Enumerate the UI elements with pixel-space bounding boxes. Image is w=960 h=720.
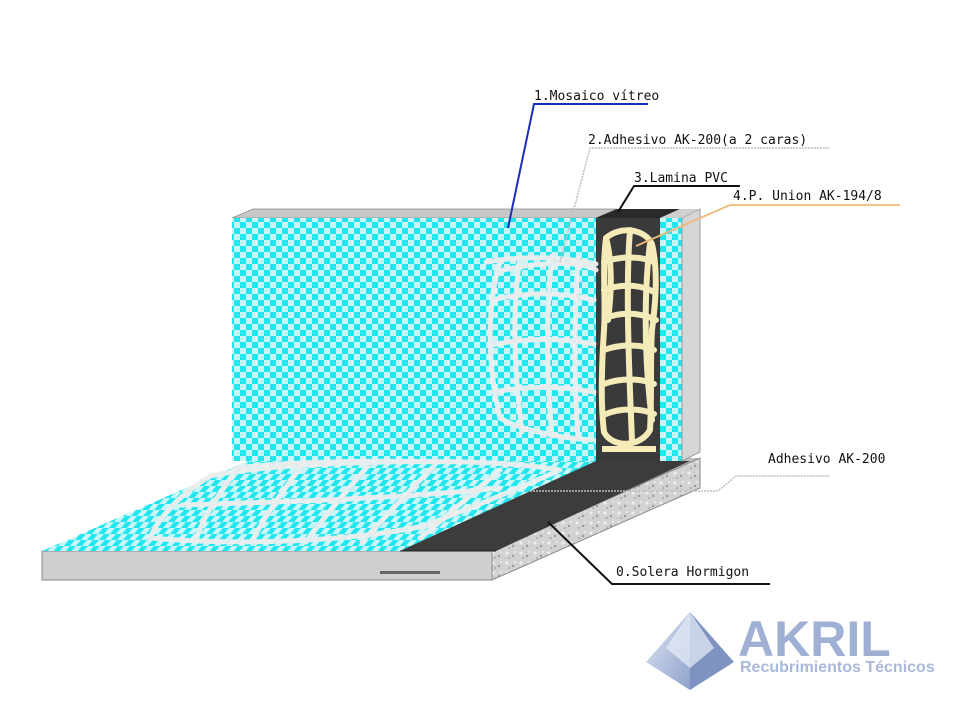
leader-lines	[507, 103, 900, 585]
adhesive-pattern-floor	[147, 458, 563, 545]
label-lamina: 3.Lamina PVC	[634, 171, 728, 186]
label-adhesivo-2caras: 2.Adhesivo AK-200(a 2 caras)	[588, 133, 807, 148]
label-mosaico: 1.Mosaico vítreo	[534, 89, 659, 104]
leader-lamina	[617, 185, 740, 213]
akril-logo: AKRIL Recubrimientos Técnicos	[646, 611, 935, 690]
wall-block	[231, 208, 701, 462]
leader-mosaico	[507, 103, 648, 229]
leader-solera	[547, 521, 770, 585]
adhesive-pattern-wall	[483, 253, 599, 443]
leader-adhesivo	[530, 475, 830, 492]
floor-mosaic	[42, 461, 596, 551]
union-band	[598, 227, 659, 447]
brand-subtitle: Recubrimientos Técnicos	[740, 659, 935, 676]
label-union: 4.P. Union AK-194/8	[733, 189, 882, 204]
brand-name: AKRIL	[738, 611, 891, 667]
pyramid-icon	[646, 612, 734, 690]
leader-union	[635, 204, 900, 247]
label-adhesivo: Adhesivo AK-200	[768, 452, 885, 467]
leader-adhesivo-2caras	[559, 147, 830, 263]
label-solera: 0.Solera Hormigon	[616, 565, 749, 580]
union-band-base	[602, 446, 656, 452]
floor-pvc-strip	[400, 461, 690, 551]
